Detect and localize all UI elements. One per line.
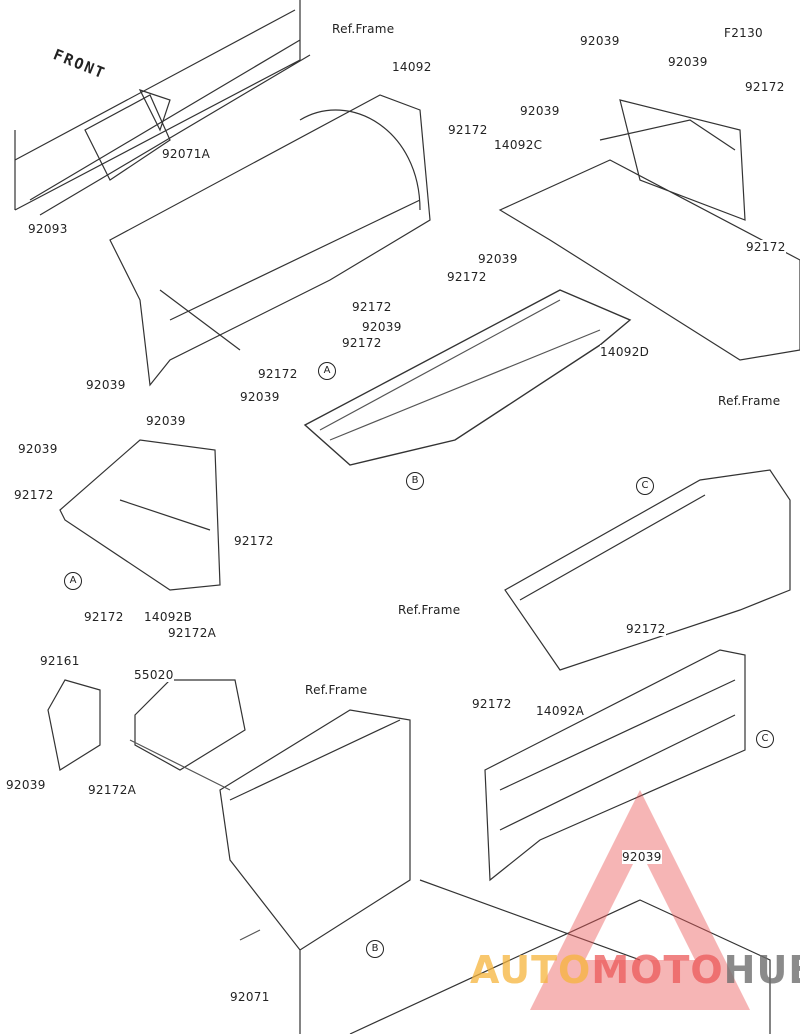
part-label: 92039 bbox=[520, 104, 560, 118]
part-label: 92161 bbox=[40, 654, 80, 668]
part-label: Ref.Frame bbox=[332, 22, 395, 36]
watermark-part: AUTO bbox=[470, 948, 592, 992]
part-label: 92172A bbox=[168, 626, 217, 640]
callout-b: B bbox=[406, 472, 424, 490]
part-label: 92039 bbox=[86, 378, 126, 392]
callout-a: A bbox=[64, 572, 82, 590]
part-label: 92071A bbox=[162, 147, 211, 161]
part-label: 92172 bbox=[746, 240, 786, 254]
part-label: 55020 bbox=[134, 668, 174, 682]
part-label: 92093 bbox=[28, 222, 68, 236]
part-label: 92039 bbox=[668, 55, 708, 69]
part-label: 92172 bbox=[14, 488, 54, 502]
part-label: 92039 bbox=[622, 850, 662, 864]
part-label: 92172 bbox=[472, 697, 512, 711]
part-label: 92172 bbox=[258, 367, 298, 381]
part-label: 92039 bbox=[146, 414, 186, 428]
part-label: 92071 bbox=[230, 990, 270, 1004]
callout-b: B bbox=[366, 940, 384, 958]
part-label: 14092D bbox=[600, 345, 650, 359]
part-label: 92172 bbox=[84, 610, 124, 624]
part-label: 92039 bbox=[580, 34, 620, 48]
callout-c: C bbox=[636, 477, 654, 495]
part-label: 92172 bbox=[447, 270, 487, 284]
part-label: 92172 bbox=[234, 534, 274, 548]
part-label: Ref.Frame bbox=[305, 683, 368, 697]
part-label: 92039 bbox=[478, 252, 518, 266]
part-label: 92172 bbox=[352, 300, 392, 314]
figure-code: F2130 bbox=[724, 26, 763, 40]
watermark-part: HUB bbox=[723, 948, 800, 992]
watermark-part: MOTO bbox=[591, 948, 724, 992]
part-label: 92039 bbox=[6, 778, 46, 792]
part-label: 92172 bbox=[448, 123, 488, 137]
part-label: 14092A bbox=[536, 704, 585, 718]
part-label: 92172A bbox=[88, 783, 137, 797]
part-label: 92172 bbox=[342, 336, 382, 350]
part-label: 92039 bbox=[240, 390, 280, 404]
part-label: 92172 bbox=[745, 80, 785, 94]
part-label: 92172 bbox=[626, 622, 666, 636]
part-label: Ref.Frame bbox=[398, 603, 461, 617]
part-label: 14092 bbox=[392, 60, 432, 74]
part-label: 14092B bbox=[144, 610, 193, 624]
part-label: 14092C bbox=[494, 138, 543, 152]
part-label: Ref.Frame bbox=[718, 394, 781, 408]
watermark-logo: AUTOMOTOHUB bbox=[470, 948, 800, 992]
callout-a: A bbox=[318, 362, 336, 380]
callout-c: C bbox=[756, 730, 774, 748]
part-label: 92039 bbox=[18, 442, 58, 456]
part-label: 92039 bbox=[362, 320, 402, 334]
